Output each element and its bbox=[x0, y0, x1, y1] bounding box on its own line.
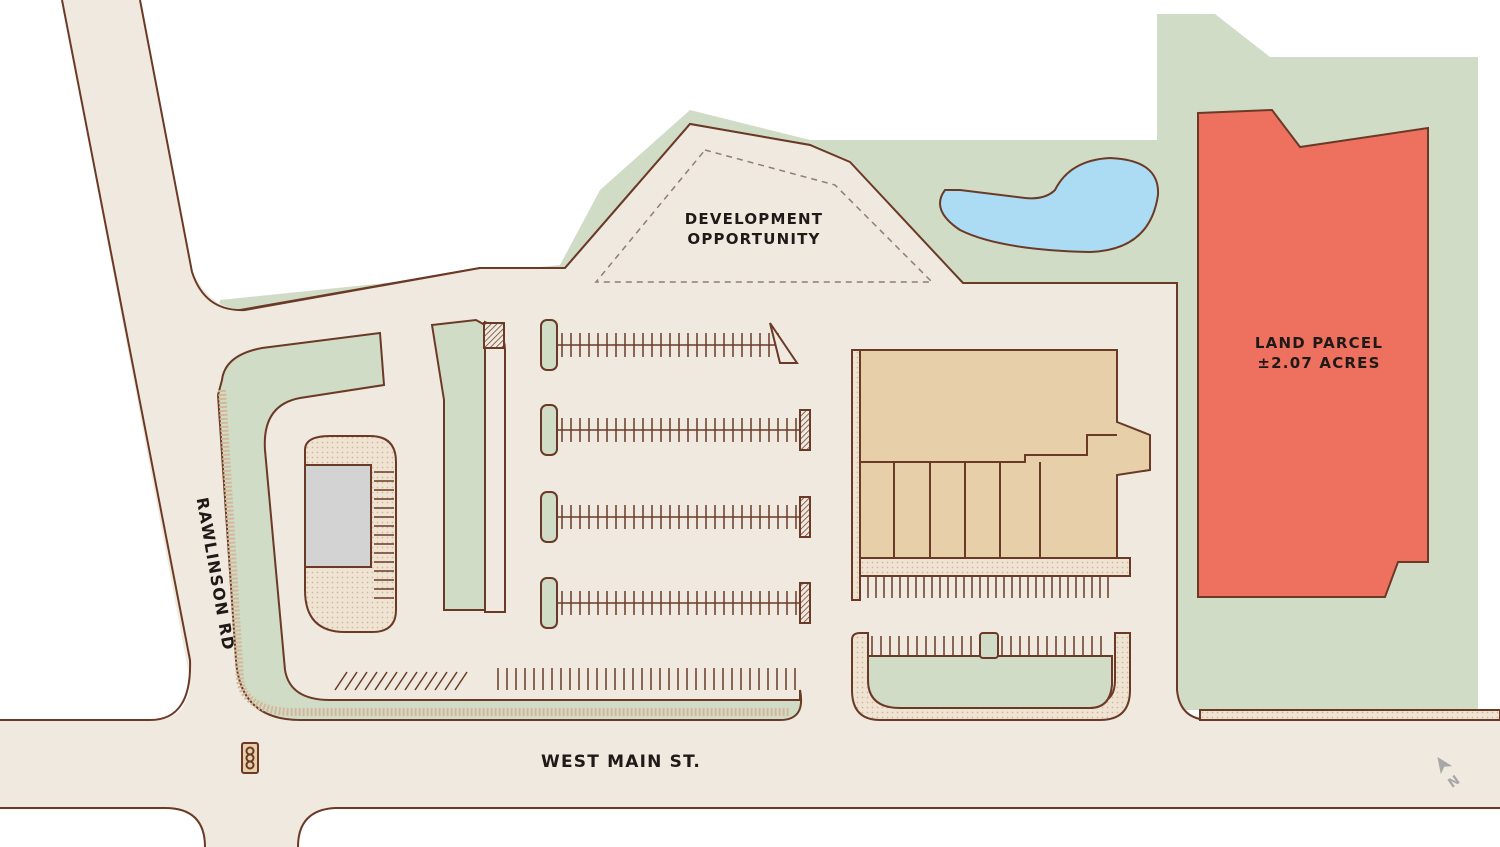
parking-stall-line bbox=[434, 671, 448, 691]
south-parking-island bbox=[851, 632, 1131, 721]
development-label-line1: DEVELOPMENT bbox=[685, 210, 823, 228]
pond bbox=[939, 156, 1160, 254]
development-opportunity-boundary bbox=[594, 149, 934, 283]
land-parcel bbox=[1197, 108, 1429, 598]
parking-stall-line bbox=[404, 671, 418, 691]
stall-row-curb bbox=[484, 320, 506, 613]
parking-stall-line bbox=[364, 671, 378, 691]
land-parcel-label-line1: LAND PARCEL bbox=[1255, 334, 1383, 352]
sidewalk bbox=[1199, 709, 1500, 721]
west-main-st-label: WEST MAIN ST. bbox=[541, 752, 701, 772]
parking-stall-line bbox=[354, 671, 368, 691]
parking-stall-line bbox=[394, 671, 408, 691]
parking-stall-line bbox=[424, 671, 438, 691]
parking-stall-line bbox=[414, 671, 428, 691]
development-label-line2: OPPORTUNITY bbox=[687, 230, 820, 248]
parking-stall-line bbox=[374, 671, 388, 691]
land-parcel-label-line2: ±2.07 ACRES bbox=[1257, 354, 1380, 372]
parking-stall-line bbox=[384, 671, 398, 691]
main-building bbox=[851, 349, 1151, 601]
west-landscape-island bbox=[216, 331, 802, 721]
parking-stall-line bbox=[454, 671, 468, 691]
outparcel-building bbox=[304, 464, 372, 568]
parking-stall-line bbox=[344, 671, 358, 691]
outparcel-pad bbox=[304, 435, 397, 633]
parking-stall-line bbox=[444, 671, 458, 691]
parking-row-islands bbox=[483, 319, 811, 629]
parking-stall-line bbox=[334, 671, 348, 691]
traffic-light-icon bbox=[241, 742, 259, 774]
